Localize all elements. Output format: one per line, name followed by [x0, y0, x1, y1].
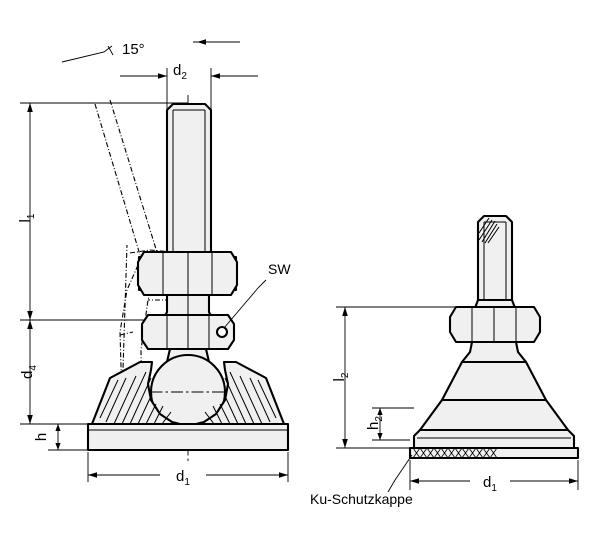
top-dim-arrow: [197, 39, 206, 45]
right-base-rim: [412, 428, 576, 450]
lower-hex-nut: [140, 313, 236, 351]
sw-leader-line: [223, 279, 267, 329]
wrench-size-marker: [215, 325, 229, 339]
cap-caption-label: Ku-Schutzkappe: [310, 491, 413, 507]
h2-label: h2: [365, 416, 385, 430]
h-arrow-top: [55, 424, 61, 431]
d1-arrow-right: [279, 472, 288, 478]
angle-leader-tick: [107, 45, 114, 56]
right-lower-cone: [418, 398, 570, 432]
right-view-group: Ku-Schutzkappe l2 h2: [310, 214, 580, 507]
d1-label-left-view: d1: [176, 468, 190, 488]
right-neck: [460, 340, 528, 364]
d1-arrow-left: [88, 472, 97, 478]
section-hatching-left: [99, 371, 172, 425]
d2-label: d2: [173, 62, 187, 82]
cap-hatch-pattern: [412, 447, 498, 459]
threaded-stud: [165, 102, 213, 254]
cap-leader-line: [387, 454, 413, 493]
angle-leader-line: [61, 45, 113, 63]
d4-arrow-top: [27, 320, 33, 329]
right-upper-cone: [440, 360, 548, 402]
stud-cut-hatching: [478, 217, 500, 244]
h-arrow-bottom: [55, 443, 61, 450]
d2-arrowhead-right: [211, 73, 220, 79]
d2-arrowhead-left: [158, 73, 167, 79]
h-label: h: [33, 433, 50, 441]
d4-arrow-bottom: [27, 415, 33, 424]
l2-arrow-bottom: [342, 439, 348, 448]
l1-arrow-bottom: [27, 311, 33, 320]
h2-arrow-bottom: [377, 433, 383, 440]
section-hatching-right: [204, 371, 277, 425]
sw-label: SW: [268, 261, 291, 277]
d1r-arrow-left: [410, 478, 419, 484]
d4-label: d4: [19, 365, 39, 379]
right-hex-nut: [448, 305, 542, 344]
l1-label: l1: [17, 213, 37, 222]
right-cone-body: [412, 340, 576, 450]
l1-arrow-top: [27, 103, 33, 112]
d1-label-right-view: d1: [483, 474, 497, 494]
angle-label: 15°: [122, 41, 145, 58]
l2-label: l2: [331, 372, 351, 381]
h2-arrow-top: [377, 408, 383, 415]
d1r-arrow-right: [569, 478, 578, 484]
base-plate: [86, 422, 290, 452]
protective-cap: [408, 446, 580, 460]
left-view-group: 15° d2 l1: [17, 39, 291, 488]
upper-hex-nut: [136, 250, 239, 297]
base-body: [90, 360, 286, 428]
right-stud: [476, 214, 514, 302]
l2-arrow-top: [342, 307, 348, 316]
